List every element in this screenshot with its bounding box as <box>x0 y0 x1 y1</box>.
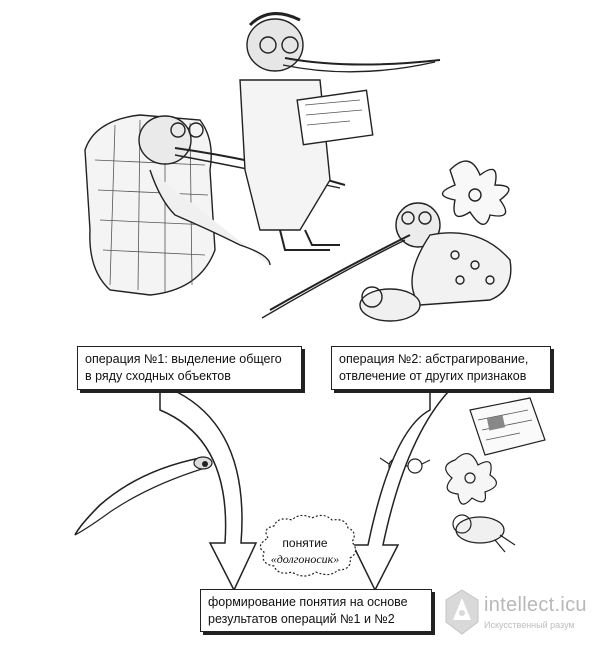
child-nose <box>269 234 411 311</box>
operation2-box: операция №2: абстрагирование, отвлечение… <box>331 346 551 390</box>
toy-doll <box>359 288 421 322</box>
watermark-name: intellect.icu <box>484 594 587 616</box>
concept-label: понятие <box>282 536 328 550</box>
arrow-op1 <box>159 391 258 592</box>
watermark-logo-icon <box>445 589 479 635</box>
newspaper-icon <box>469 397 546 456</box>
concept-bubble: понятие «долгоносик» <box>258 530 352 574</box>
illustration-family <box>84 12 512 322</box>
formation-line2: результатов операций №1 и №2 <box>208 612 395 626</box>
grandfather-head <box>138 115 192 165</box>
flower-bouquet <box>441 160 510 225</box>
operation1-box: операция №1: выделение общего в ряду схо… <box>77 346 302 390</box>
reader-nose <box>284 57 441 66</box>
doll-icon <box>452 514 516 553</box>
abstracted-nose <box>74 456 213 536</box>
reader-head <box>246 18 304 72</box>
operation2-line2: отвлечение от других признаков <box>339 369 527 383</box>
armchair <box>84 114 216 296</box>
formation-box: формирование понятия на основе результат… <box>200 589 432 632</box>
concept-cloud <box>259 514 357 577</box>
arrow-op2 <box>351 391 450 592</box>
watermark-tagline: Искусственный разум <box>484 620 575 630</box>
operation2-line1: операция №2: абстрагирование, <box>339 352 529 366</box>
operation1-line2: в ряду сходных объектов <box>85 369 231 383</box>
flower-icon <box>445 453 497 505</box>
operation1-line1: операция №1: выделение общего <box>85 352 282 366</box>
newspaper <box>296 89 374 146</box>
formation-line1: формирование понятия на основе <box>208 595 408 609</box>
concept-term: «долгоносик» <box>270 552 340 566</box>
watermark: intellect.icu Искусственный разум <box>440 588 604 638</box>
attribute-icons <box>379 397 546 553</box>
